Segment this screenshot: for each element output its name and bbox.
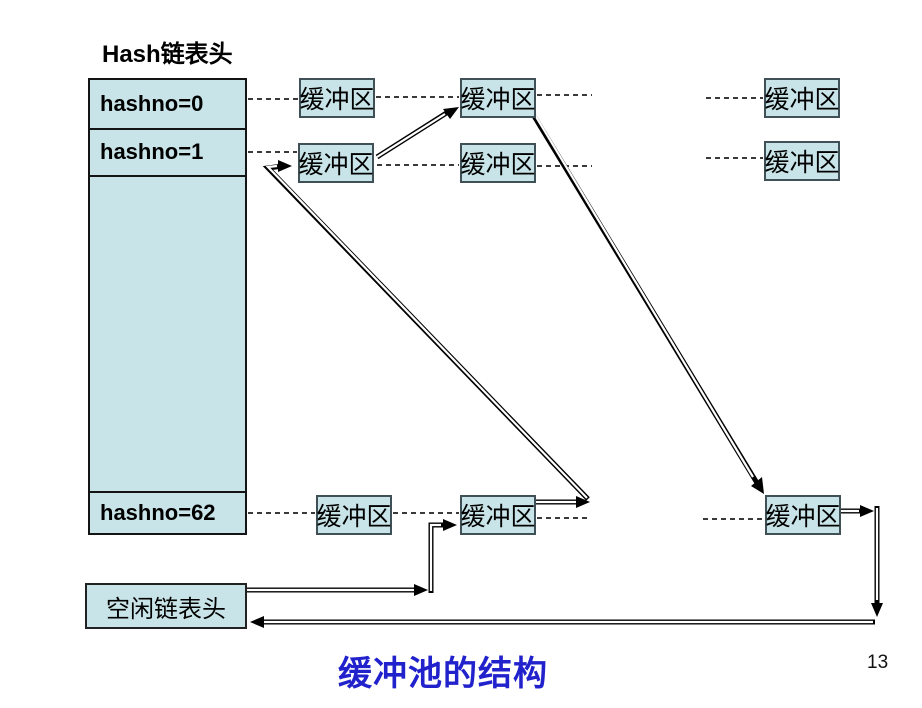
hash-table-divider <box>90 175 245 177</box>
buffer-box-row1-2: 缓冲区 <box>460 143 536 183</box>
page-number: 13 <box>867 652 889 673</box>
hash-table-header-label: Hash链表头 <box>102 41 233 68</box>
buffer-box-row0-3: 缓冲区 <box>764 78 840 118</box>
hash-table-divider <box>90 491 245 493</box>
hash-table: hashno=0 hashno=1 hashno=62 <box>88 78 247 535</box>
return-line-down-arrow <box>871 506 883 617</box>
buffer-link-long-diagonal-up-arrow <box>262 160 590 501</box>
buffer-box-row1-1: 缓冲区 <box>298 143 374 183</box>
free-list-elbow-to-buffer-arrow <box>428 519 457 593</box>
buffer-box-row0-1: 缓冲区 <box>299 78 375 118</box>
slide-title: 缓冲池的结构 <box>338 655 548 693</box>
buffer-out-right-arrow <box>840 505 874 517</box>
buffer-box-row1-3: 缓冲区 <box>764 141 840 181</box>
hash-table-divider <box>90 128 245 130</box>
free-list-head-box: 空闲链表头 <box>85 583 247 629</box>
buffer-link-right-arrow <box>536 496 590 508</box>
hash-row-hashno-62: hashno=62 <box>100 500 216 525</box>
return-line-left-arrow <box>250 616 875 628</box>
buffer-box-row62-2: 缓冲区 <box>460 495 536 535</box>
buffer-link-up-right-arrow <box>375 107 459 160</box>
free-list-arrow-out <box>247 584 428 596</box>
hash-row-hashno-0: hashno=0 <box>100 91 204 116</box>
buffer-box-row0-2: 缓冲区 <box>460 78 536 118</box>
buffer-link-down-right-arrow <box>531 114 764 494</box>
buffer-box-row62-3: 缓冲区 <box>765 495 841 535</box>
hash-row-hashno-1: hashno=1 <box>100 139 204 164</box>
buffer-box-row62-1: 缓冲区 <box>316 495 392 535</box>
